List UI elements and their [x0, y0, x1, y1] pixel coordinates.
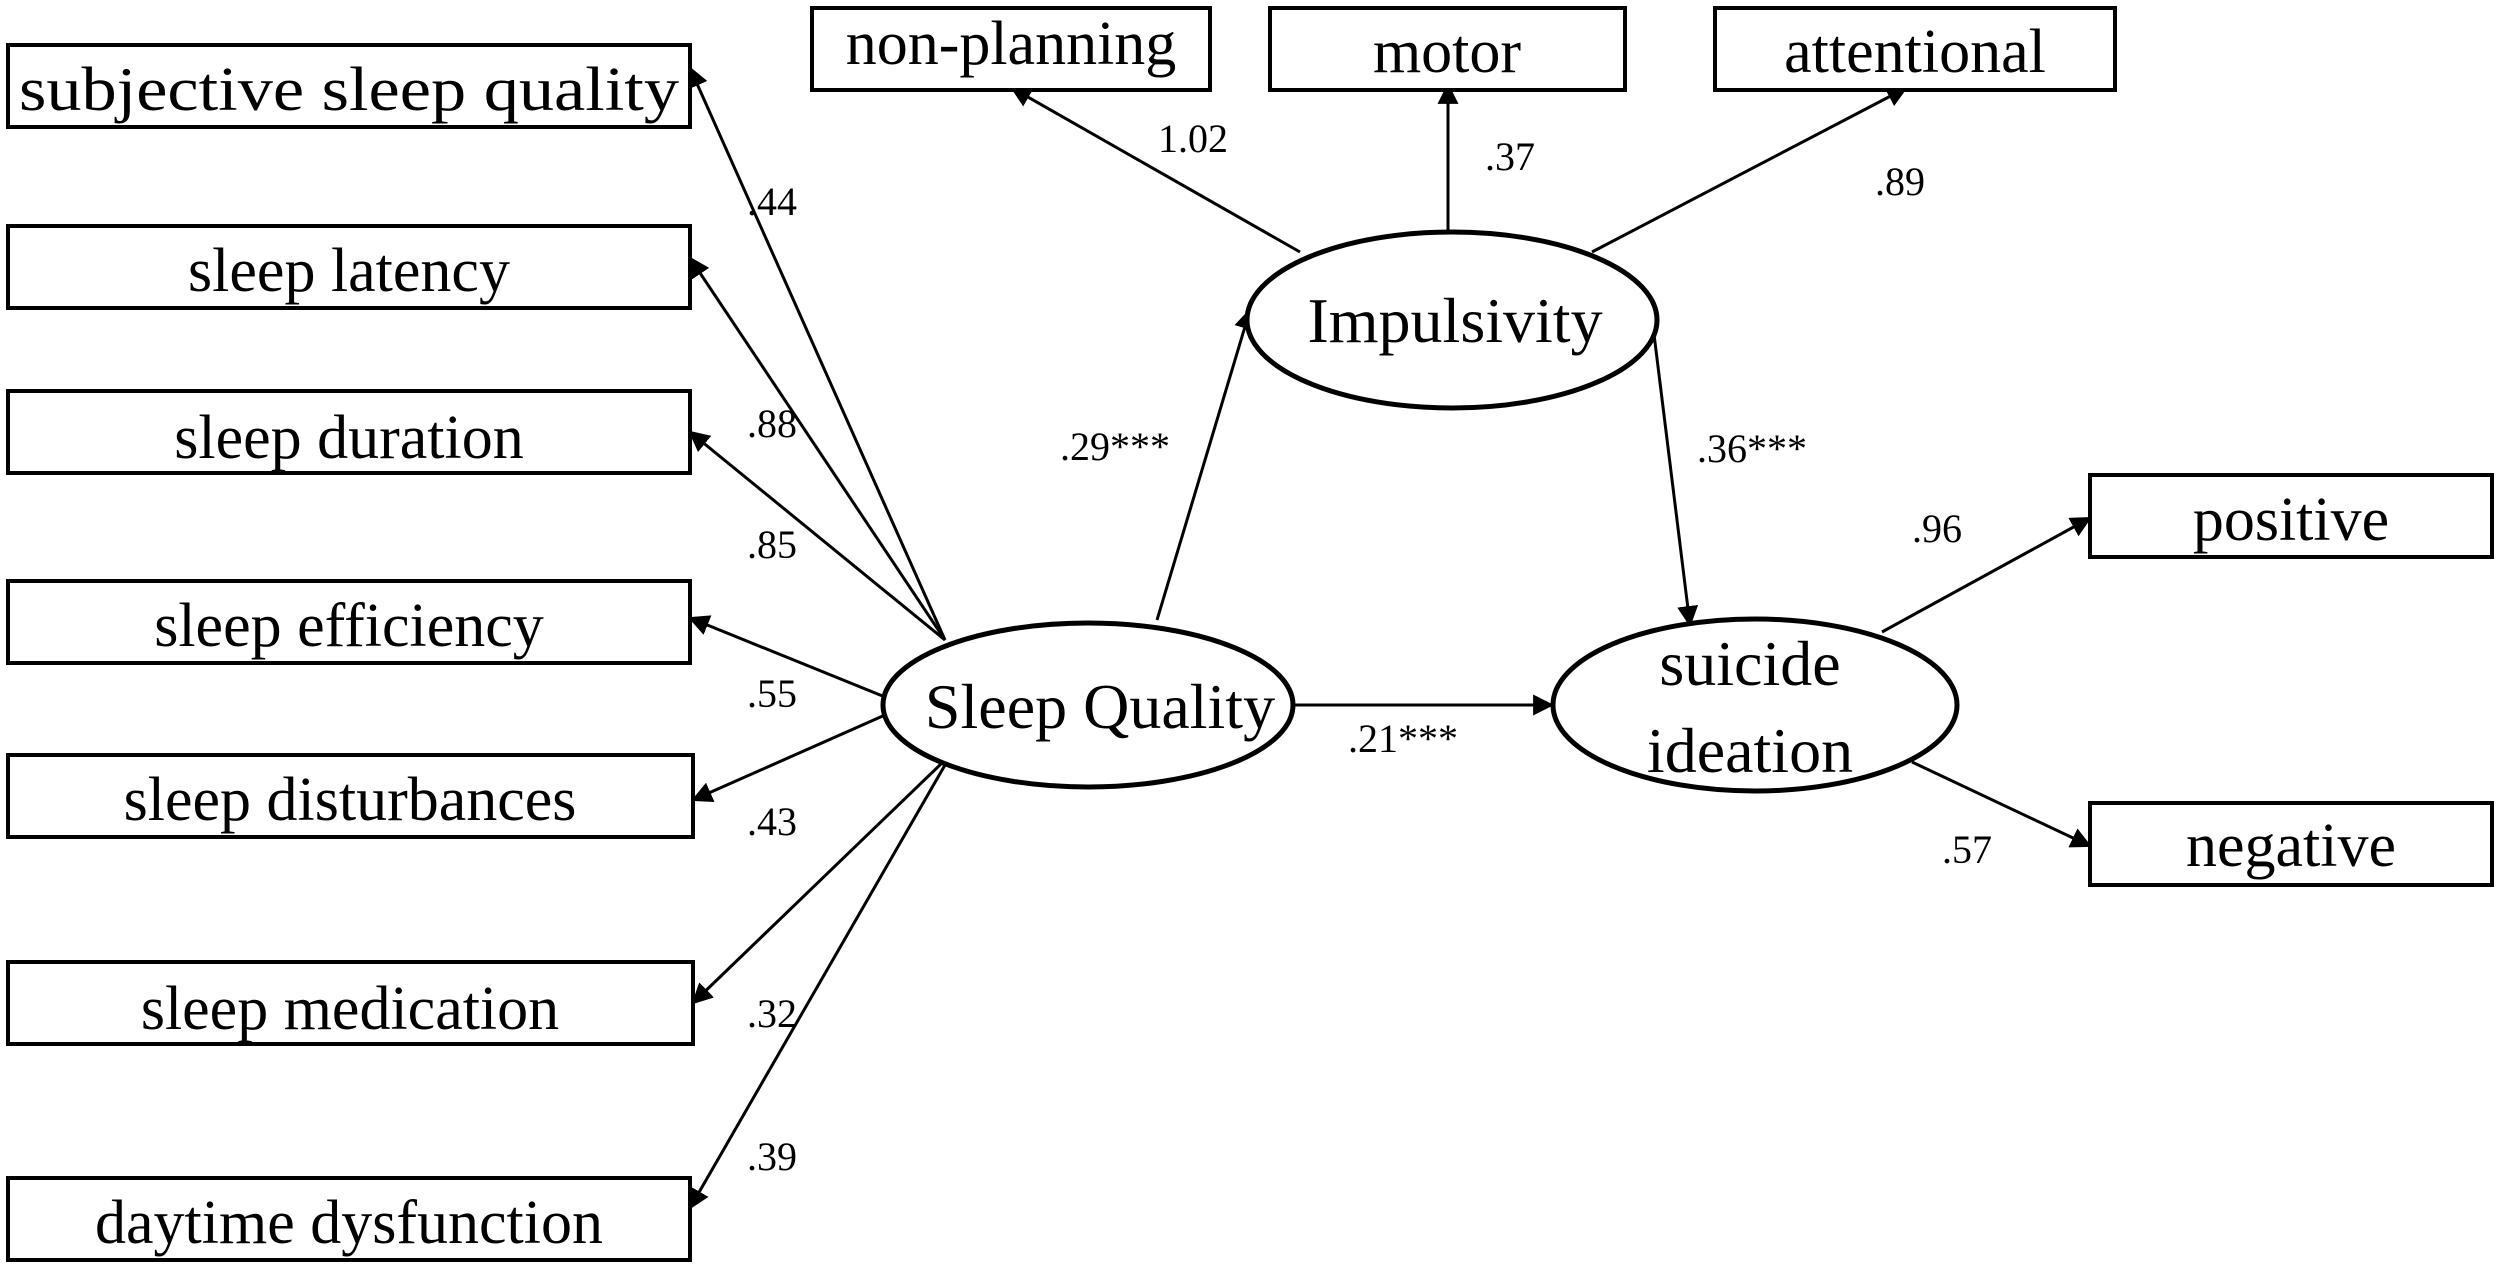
indicator-label: negative [2186, 812, 2396, 880]
indicator-label: sleep latency [188, 237, 510, 305]
arrow-to-non-planning [1010, 86, 1301, 254]
indicator-sleep-latency: sleep latency [6, 224, 692, 310]
latent-suicide-ideation: suicide ideation [1550, 616, 1960, 794]
loading-non-planning: 1.02 [1158, 116, 1228, 161]
loading-sleep-latency: .88 [747, 401, 797, 446]
indicator-non-planning: non-planning [810, 6, 1212, 92]
indicator-label: subjective sleep quality [19, 56, 679, 124]
indicator-label: motor [1373, 18, 1521, 86]
indicator-sleep-efficiency: sleep efficiency [6, 579, 692, 665]
path-coefficients: .29*** .36*** .21*** [1060, 424, 1807, 761]
arrow-to-sleep-disturbances [691, 713, 886, 802]
indicator-label: sleep duration [174, 404, 524, 472]
indicator-negative: negative [2088, 801, 2494, 887]
loading-subjective-sleep-quality: .44 [747, 179, 797, 224]
arrow-sleep-to-impulsivity [1155, 307, 1255, 621]
arrow-to-attentional [1591, 86, 1908, 254]
coef-impulsivity-to-suicide: .36*** [1697, 426, 1807, 471]
indicator-label: positive [2193, 486, 2389, 554]
arrow-to-positive [1881, 516, 2092, 634]
indicator-attentional: attentional [1713, 6, 2117, 92]
loading-sleep-disturbances: .43 [747, 799, 797, 844]
arrow-to-daytime-dysfunction [688, 764, 947, 1210]
loading-sleep-duration: .85 [747, 522, 797, 567]
arrow-impulsivity-to-suicide [1650, 317, 1699, 628]
latent-label-line2: ideation [1647, 715, 1853, 786]
indicator-sleep-medication: sleep medication [6, 960, 695, 1046]
sleep-indicators: subjective sleep quality sleep latency s… [6, 43, 695, 1262]
indicator-sleep-duration: sleep duration [6, 389, 692, 475]
loading-attentional: .89 [1875, 159, 1925, 204]
latent-label: Impulsivity [1307, 285, 1602, 356]
latent-variables: Sleep Quality Impulsivity suicide ideati… [880, 229, 1960, 794]
latent-sleep-quality: Sleep Quality [880, 620, 1296, 790]
arrow-to-sleep-duration [688, 430, 946, 642]
loading-daytime-dysfunction: .39 [747, 1134, 797, 1179]
coef-sleep-to-suicide: .21*** [1348, 716, 1458, 761]
latent-label-line1: suicide [1659, 628, 1840, 699]
indicator-label: sleep medication [141, 975, 559, 1043]
indicator-subjective-sleep-quality: subjective sleep quality [6, 43, 692, 129]
indicator-positive: positive [2088, 473, 2494, 559]
arrow-to-sleep-medication [691, 760, 945, 1005]
arrow-to-sleep-efficiency [688, 615, 886, 699]
indicator-label: attentional [1784, 18, 2046, 86]
loading-motor: .37 [1485, 134, 1535, 179]
impulsivity-indicators: non-planning motor attentional [810, 6, 2117, 92]
loading-negative: .57 [1942, 827, 1992, 872]
loading-coefficients: .44 .88 .85 .55 .43 .32 .39 1.02 .37 .89… [747, 116, 1992, 1179]
arrow-to-sleep-latency [688, 256, 947, 641]
indicator-label: sleep efficiency [154, 592, 544, 660]
loading-sleep-medication: .32 [747, 991, 797, 1036]
loading-sleep-efficiency: .55 [747, 671, 797, 716]
loading-positive: .96 [1912, 506, 1962, 551]
indicator-motor: motor [1268, 6, 1627, 92]
indicator-daytime-dysfunction: daytime dysfunction [6, 1176, 692, 1262]
path-arrows [688, 66, 2092, 1210]
indicator-label: sleep disturbances [124, 766, 577, 834]
indicator-label: non-planning [846, 10, 1177, 78]
indicator-sleep-disturbances: sleep disturbances [6, 753, 695, 839]
latent-impulsivity: Impulsivity [1244, 229, 1660, 411]
coef-sleep-to-impulsivity: .29*** [1060, 424, 1170, 469]
arrow-to-subjective-sleep-quality [688, 66, 947, 641]
suicide-indicators: positive negative [2088, 473, 2494, 887]
indicator-label: daytime dysfunction [95, 1189, 603, 1257]
arrow-to-negative [1911, 760, 2092, 848]
latent-label: Sleep Quality [925, 671, 1275, 742]
